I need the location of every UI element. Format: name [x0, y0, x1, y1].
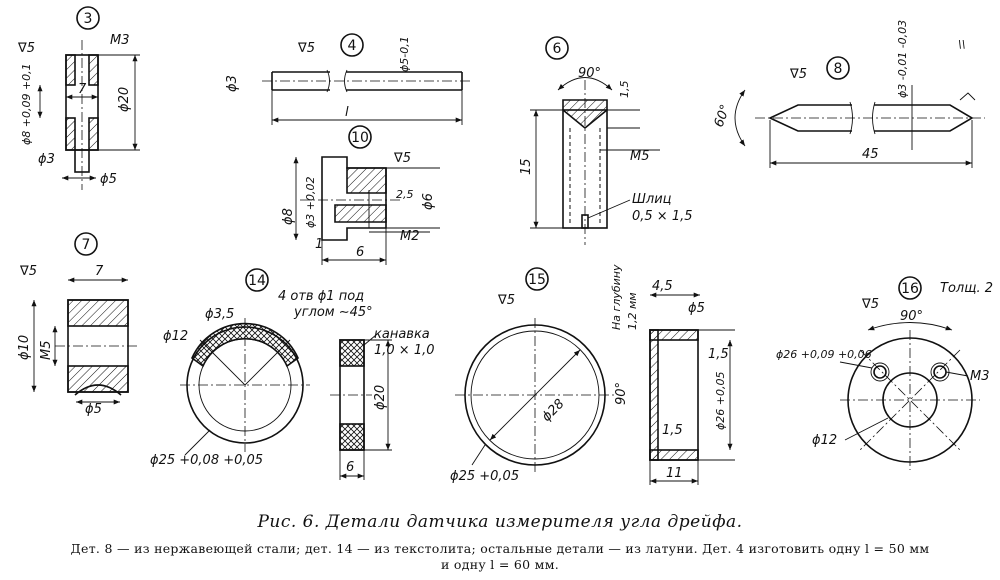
part-14-holes-line1: 4 отв ϕ1 под — [278, 289, 364, 304]
part-10-dim-tol: ϕ3 +0,02 — [304, 177, 317, 228]
part-16-dim-tol: ϕ26 +0,09 +0,06 — [776, 348, 872, 361]
figure-caption: Рис. 6. Детали датчика измерителя угла д… — [257, 512, 743, 532]
part-8-corner-mark: \\ — [958, 38, 965, 51]
part-8-angle: 60° — [712, 103, 734, 130]
part-10: 10 ∇5 ϕ8 ϕ3 +0,02 2,5 ϕ6 1 M2 6 — [281, 125, 440, 265]
part-6: 6 90° 15 1,5 M5 Шлиц 0,5 × 1,5 — [519, 36, 693, 245]
part-4-dim-d3: ϕ3 — [225, 75, 240, 92]
part-16: 16 Толщ. 2 ∇5 90° ϕ26 +0,09 +0,06 M3 ϕ12 — [776, 276, 993, 470]
part-15-depth-line1: На глубину — [610, 264, 623, 330]
part-14-dim-d20: ϕ20 — [373, 385, 388, 410]
part-10-dim-d8: ϕ8 — [281, 208, 296, 225]
part-14-groove-line1: канавка — [374, 327, 430, 342]
part-7-dim-d10: ϕ10 — [17, 335, 32, 360]
part-3-number: 3 — [84, 11, 93, 27]
part-3-section-left-top — [65, 54, 76, 86]
part-6-dim-15: 15 — [519, 158, 534, 175]
part-3-dim-d3: ϕ3 — [38, 152, 55, 167]
part-6-angle: 90° — [578, 66, 601, 81]
part-3-section-right-bottom — [88, 117, 99, 151]
part-15-dim-1-5a: 1,5 — [708, 347, 729, 362]
part-7-number: 7 — [82, 237, 91, 253]
part-15-number: 15 — [528, 272, 546, 288]
part-3: 3 ∇5 M3 ϕ20 7 ϕ8 +0,09 +0,1 ϕ3 ϕ5 — [17, 6, 140, 190]
figure-note: Дет. 8 — из нержавеющей стали; дет. 14 —… — [20, 541, 980, 573]
part-15-dim-d28: ϕ28 — [539, 396, 567, 424]
part-8-finish: ∇5 — [789, 67, 807, 82]
part-16-finish: ∇5 — [861, 297, 879, 312]
part-6-thread: M5 — [630, 149, 650, 164]
part-14-dim-tol: ϕ25 +0,08 +0,05 — [150, 453, 263, 468]
part-3-number-circle — [76, 6, 100, 30]
part-10-dim-1: 1 — [315, 237, 323, 252]
part-3-dim-tol: ϕ8 +0,09 +0,1 — [20, 63, 33, 145]
part-10-finish: ∇5 — [393, 151, 411, 166]
part-15-dim-tol2: ϕ26 +0,05 — [714, 372, 727, 430]
part-6-dim-1-5: 1,5 — [618, 81, 631, 99]
part-16-thread: M3 — [970, 369, 990, 384]
part-4: 4 ∇5 l ϕ3 ϕ5-0,1 — [225, 33, 470, 125]
part-14-holes-line2: углом ∼45° — [293, 305, 373, 320]
part-14-dim-d12: ϕ12 — [163, 329, 188, 344]
part-6-slot-label: Шлиц — [632, 192, 672, 207]
part-10-number: 10 — [351, 130, 369, 146]
part-6-slot-size: 0,5 × 1,5 — [632, 209, 693, 224]
part-8-dim-45: 45 — [862, 147, 879, 162]
technical-drawing: 3 ∇5 M3 ϕ20 7 ϕ8 +0,09 +0,1 ϕ3 ϕ5 4 ∇5 — [17, 6, 993, 485]
part-7-thread: M5 — [39, 341, 54, 361]
part-3-thread: M3 — [110, 33, 130, 48]
part-3-section-left-bottom — [65, 117, 76, 151]
part-4-finish: ∇5 — [297, 41, 315, 56]
part-14-dim-6: 6 — [346, 460, 354, 475]
part-8-dim-tol: ϕ3 -0,01 -0,03 — [896, 20, 909, 98]
part-4-dim-d5: ϕ5-0,1 — [398, 36, 411, 72]
part-8-number: 8 — [834, 61, 843, 77]
part-6-number: 6 — [553, 41, 562, 57]
part-3-section-right-top — [88, 54, 99, 86]
part-4-number: 4 — [348, 38, 357, 54]
part-7-finish: ∇5 — [19, 264, 37, 279]
part-16-angle: 90° — [900, 309, 923, 324]
part-3-finish: ∇5 — [17, 41, 35, 56]
figure-note-line1: Дет. 8 — из нержавеющей стали; дет. 14 —… — [70, 541, 930, 556]
part-14-dim-d3-5: ϕ3,5 — [205, 307, 234, 322]
part-4-dim-l: l — [345, 105, 349, 120]
part-15-dim-1-5b: 1,5 — [662, 423, 683, 438]
part-10-dim-6: 6 — [356, 245, 364, 260]
part-16-thickness: Толщ. 2 — [940, 281, 993, 296]
part-14-number: 14 — [248, 273, 266, 289]
part-16-dim-d12: ϕ12 — [812, 433, 837, 448]
part-3-dim-d5: ϕ5 — [100, 172, 117, 187]
part-15-dim-tol: ϕ25 +0,05 — [450, 469, 519, 484]
part-3-dim-7: 7 — [78, 82, 87, 97]
part-14: 14 ϕ3,5 4 отв ϕ1 под углом ∼45° ϕ12 ϕ25 … — [150, 268, 435, 480]
part-15-dim-11: 11 — [666, 466, 683, 481]
part-15-angle: 90° — [614, 382, 629, 405]
part-15-dim-d5: ϕ5 — [688, 301, 705, 316]
part-10-dim-2-5: 2,5 — [396, 188, 414, 201]
part-15: 15 ∇5 ϕ28 ϕ25 +0,05 На глубину 1,2 мм 4,… — [450, 264, 735, 485]
figure-note-line2: и одну l = 60 мм. — [440, 557, 559, 572]
part-7-dim-d5: ϕ5 — [85, 402, 102, 417]
part-16-number: 16 — [901, 281, 919, 297]
part-10-dim-d6: ϕ6 — [421, 193, 436, 210]
part-3-dim-d20: ϕ20 — [117, 87, 132, 112]
part-10-thread: M2 — [400, 229, 420, 244]
part-15-dim-4-5: 4,5 — [652, 279, 673, 294]
part-7: 7 ∇5 7 ϕ10 M5 ϕ5 — [17, 232, 140, 417]
part-7-dim-7: 7 — [95, 264, 104, 279]
part-8: 8 ∇5 \\ 60° 45 ϕ3 -0,01 -0,03 — [712, 20, 985, 168]
part-15-finish: ∇5 — [497, 293, 515, 308]
part-15-depth-line2: 1,2 мм — [626, 292, 639, 330]
part-14-groove-line2: 1,0 × 1,0 — [374, 343, 435, 358]
